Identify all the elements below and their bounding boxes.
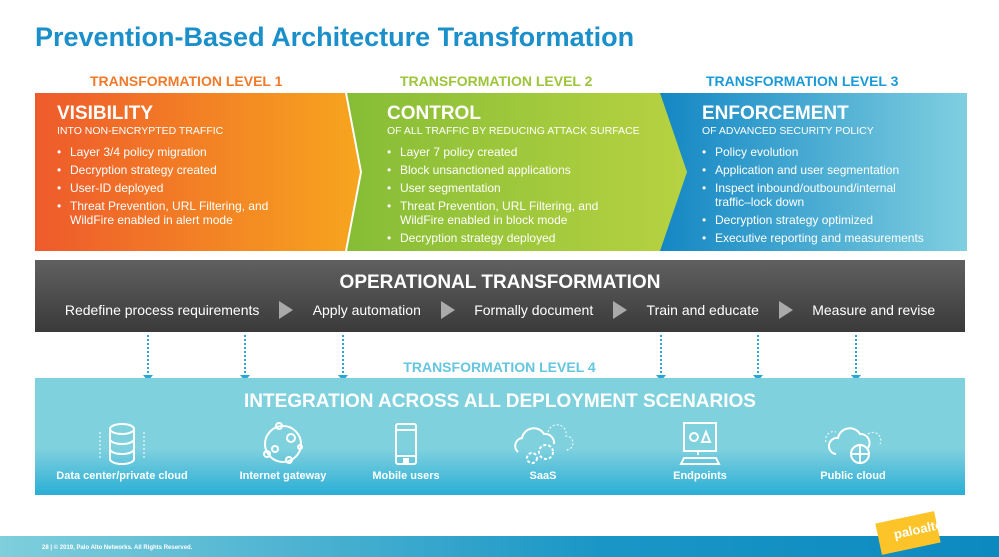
- list-item: User-ID deployed: [57, 181, 360, 195]
- list-item: Policy evolution: [702, 145, 967, 159]
- scenario-label: Public cloud: [820, 470, 886, 482]
- list-item: Application and user segmentation: [702, 163, 967, 177]
- integration-panel: INTEGRATION ACROSS ALL DEPLOYMENT SCENAR…: [35, 378, 965, 495]
- list-item: Executive reporting and measurements: [702, 231, 967, 245]
- list-item: Inspect inbound/outbound/internal traffi…: [702, 181, 912, 209]
- page-title: Prevention-Based Architecture Transforma…: [35, 22, 635, 52]
- scenario-endpoints: Endpoints: [625, 422, 775, 482]
- scenario-data-center: Data center/private cloud: [47, 422, 197, 482]
- scenario-public-cloud: Public cloud: [778, 422, 928, 482]
- scenario-mobile-users: Mobile users: [331, 422, 481, 482]
- step: Measure and revise: [812, 302, 936, 318]
- arrow-right-icon: [612, 301, 627, 319]
- list-item: User segmentation: [387, 181, 687, 195]
- panel-subheading: INTO NON-ENCRYPTED TRAFFIC: [57, 125, 224, 137]
- step: Train and educate: [646, 302, 759, 318]
- list-item: Decryption strategy created: [57, 163, 360, 177]
- scenario-label: Endpoints: [673, 470, 727, 482]
- panel-subheading: OF ADVANCED SECURITY POLICY: [702, 125, 874, 137]
- panel-subheading: OF ALL TRAFFIC BY REDUCING ATTACK SURFAC…: [387, 125, 640, 137]
- list-item: Threat Prevention, URL Filtering, and Wi…: [387, 199, 627, 227]
- list-item: Layer 3/4 policy migration: [57, 145, 360, 159]
- cloud-globe-icon: [825, 427, 882, 464]
- level-1-label: TRANSFORMATION LEVEL 1: [90, 73, 283, 89]
- scenario-label: Internet gateway: [239, 470, 327, 482]
- enforcement-panel: ENFORCEMENT OF ADVANCED SECURITY POLICY …: [660, 93, 967, 251]
- level-4-label: TRANSFORMATION LEVEL 4: [403, 359, 596, 375]
- computer-icon: [679, 422, 721, 465]
- list-item: Threat Prevention, URL Filtering, and Wi…: [57, 199, 287, 227]
- list-item: Decryption strategy optimized: [702, 213, 967, 227]
- list-item: Decryption strategy deployed: [387, 231, 687, 245]
- panel-heading: CONTROL: [387, 103, 481, 124]
- list-item: Block unsanctioned applications: [387, 163, 687, 177]
- step: Redefine process requirements: [64, 302, 260, 318]
- scenario-label: Mobile users: [372, 470, 440, 482]
- scenario-saas: SaaS: [468, 422, 618, 482]
- step: Apply automation: [312, 302, 421, 318]
- control-panel: CONTROL OF ALL TRAFFIC BY REDUCING ATTAC…: [347, 93, 687, 251]
- operational-transformation-bar: OPERATIONAL TRANSFORMATION Redefine proc…: [35, 260, 965, 332]
- network-icon: [263, 422, 303, 464]
- visibility-panel: VISIBILITY INTO NON-ENCRYPTED TRAFFIC La…: [35, 93, 360, 251]
- scenario-label: SaaS: [529, 470, 557, 482]
- panel-heading: ENFORCEMENT: [702, 103, 849, 124]
- list-item: Layer 7 policy created: [387, 145, 687, 159]
- step: Formally document: [474, 302, 594, 318]
- panel-heading: VISIBILITY: [57, 103, 154, 124]
- arrow-right-icon: [279, 301, 294, 319]
- mobile-icon: [395, 423, 417, 465]
- scenario-label: Data center/private cloud: [56, 470, 188, 482]
- scenario-internet-gateway: Internet gateway: [208, 422, 358, 482]
- operational-title: OPERATIONAL TRANSFORMATION: [339, 272, 661, 293]
- arrow-right-icon: [778, 301, 793, 319]
- cloud-gears-icon: [514, 424, 574, 464]
- integration-title: INTEGRATION ACROSS ALL DEPLOYMENT SCENAR…: [244, 391, 756, 412]
- footer: 28 | © 2019, Palo Alto Networks. All Rig…: [0, 536, 999, 557]
- arrow-right-icon: [440, 301, 455, 319]
- level-3-label: TRANSFORMATION LEVEL 3: [706, 73, 899, 89]
- level-2-label: TRANSFORMATION LEVEL 2: [400, 73, 593, 89]
- database-icon: [99, 423, 145, 465]
